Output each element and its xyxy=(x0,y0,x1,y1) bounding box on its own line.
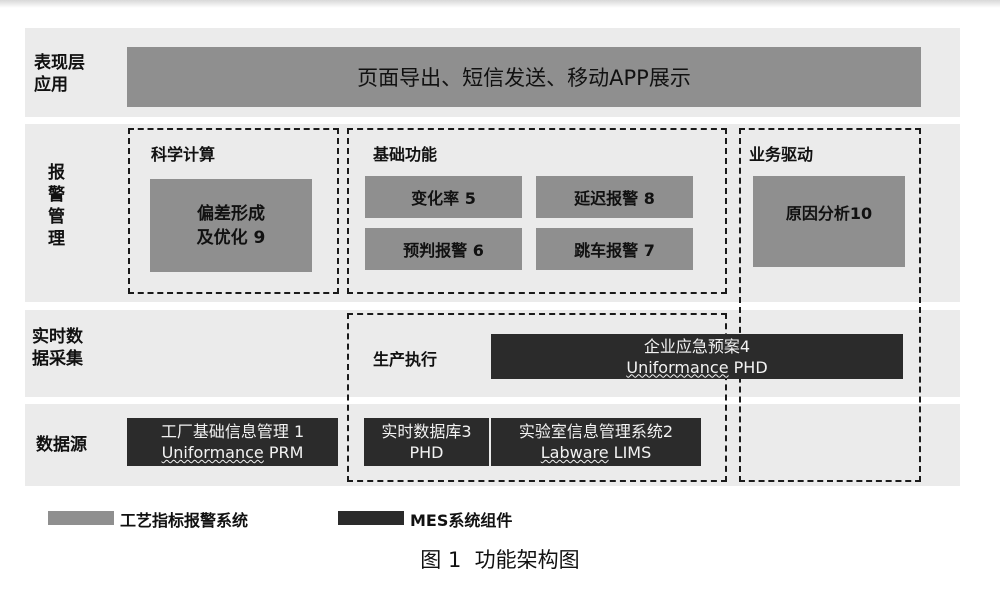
production-execution-title: 生产执行 xyxy=(373,350,438,369)
lims-line2: Labware LIMS xyxy=(541,442,652,463)
realtime-database-line1: 实时数据库3 xyxy=(381,422,472,441)
emergency-plan-line2-rest: PHD xyxy=(728,357,768,377)
science-computing-title: 科学计算 xyxy=(151,145,216,164)
realtime-database-box: 实时数据库3 PHD xyxy=(364,418,489,466)
lims-line1: 实验室信息管理系统2 xyxy=(518,422,674,441)
emergency-plan-line1: 企业应急预案4 xyxy=(643,336,751,356)
figure-caption: 图 1 功能架构图 xyxy=(420,548,580,572)
emergency-plan-line2-under: Uniformance xyxy=(626,357,729,377)
legend-swatch-gray xyxy=(48,511,114,525)
basic-function-group xyxy=(347,128,727,294)
emergency-plan-line2: Uniformance PHD xyxy=(626,357,767,378)
lims-box: 实验室信息管理系统2 Labware LIMS xyxy=(491,418,701,466)
science-computing-group xyxy=(128,128,339,294)
delay-alarm-box: 延迟报警 8 xyxy=(536,176,693,218)
production-execution-group xyxy=(347,313,727,482)
realtime-database-line2: PHD xyxy=(409,443,444,462)
business-driven-title: 业务驱动 xyxy=(749,145,814,164)
trip-alarm-box: 跳车报警 7 xyxy=(536,228,693,270)
factory-info-line2-under: Uniformance xyxy=(161,443,264,462)
legend-label-dark: MES系统组件 xyxy=(410,511,513,530)
emergency-plan-box: 企业应急预案4 Uniformance PHD xyxy=(491,334,903,379)
layer-label-datasource: 数据源 xyxy=(36,435,87,455)
legend-label-gray: 工艺指标报警系统 xyxy=(120,511,249,530)
cause-analysis-box: 原因分析10 xyxy=(753,176,905,267)
lims-line2-under: Labware xyxy=(540,443,609,462)
legend-swatch-dark xyxy=(338,511,404,525)
presentation-bar: 页面导出、短信发送、移动APP展示 xyxy=(127,47,921,107)
predict-alarm-box: 预判报警 6 xyxy=(365,228,522,270)
layer-label-realtime-collection: 实时数 据采集 xyxy=(32,327,83,369)
factory-info-line1: 工厂基础信息管理 1 xyxy=(160,422,305,441)
layer-label-presentation: 表现层 应用 xyxy=(34,53,85,95)
layer-label-alarm-management: 报 警 管 理 xyxy=(48,163,65,249)
business-driven-group xyxy=(739,128,921,482)
basic-function-title: 基础功能 xyxy=(373,145,438,164)
factory-info-line2-rest: PRM xyxy=(263,443,304,462)
deviation-optimization-box: 偏差形成 及优化 9 xyxy=(150,179,312,272)
lims-line2-rest: LIMS xyxy=(608,443,652,462)
change-rate-box: 变化率 5 xyxy=(365,176,522,218)
factory-info-box: 工厂基础信息管理 1 Uniformance PRM xyxy=(127,418,338,466)
top-edge-strip xyxy=(0,0,1000,8)
factory-info-line2: Uniformance PRM xyxy=(162,442,304,463)
